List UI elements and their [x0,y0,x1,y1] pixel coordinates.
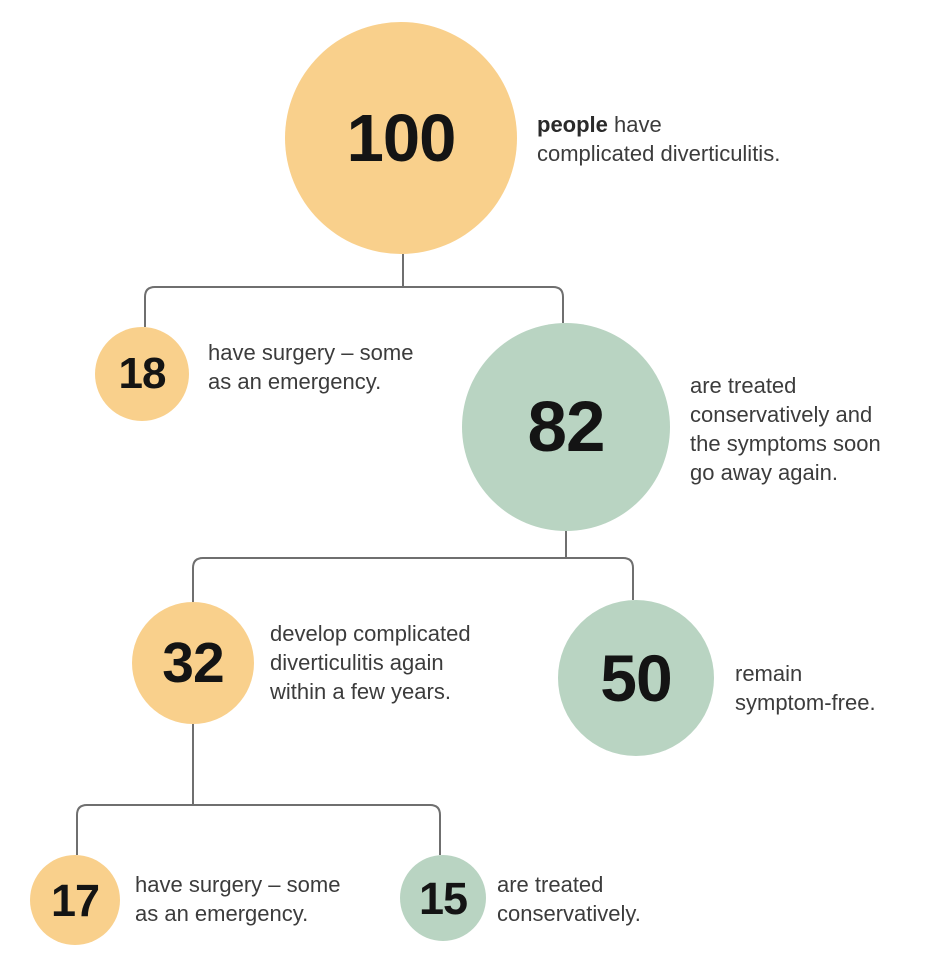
node-label-100-rest: have complicated diverticulitis. [537,112,781,166]
node-value-15: 15 [418,872,468,924]
node-value-32: 32 [162,630,224,695]
node-label-82: are treated conservatively and the sympt… [690,373,881,485]
node-value-50: 50 [600,641,672,715]
node-value-82: 82 [527,387,606,467]
connector-level-1 [144,254,564,327]
node-label-15: are treated conservatively. [497,872,641,926]
node-circle-50: 50 [558,600,714,756]
node-circle-15: 15 [400,855,486,941]
node-label-18: have surgery – some as an emergency. [208,340,414,394]
node-value-100: 100 [346,100,457,176]
node-circle-32: 32 [132,602,254,724]
node-circle-18: 18 [95,327,189,421]
node-circle-17: 17 [30,855,120,945]
node-label-100-bold: people [537,112,608,137]
node-value-18: 18 [118,349,167,398]
node-circle-100: 100 [285,22,517,254]
connector-level-3 [76,724,441,855]
node-label-100: people have complicated diverticulitis. [537,110,897,168]
connector-level-2 [192,531,634,602]
node-label-32: develop complicated diverticulitis again… [270,621,471,704]
node-circle-82: 82 [462,323,670,531]
node-value-17: 17 [50,874,100,926]
node-label-17: have surgery – some as an emergency. [135,872,341,926]
node-label-50: remain symptom-free. [735,661,876,715]
